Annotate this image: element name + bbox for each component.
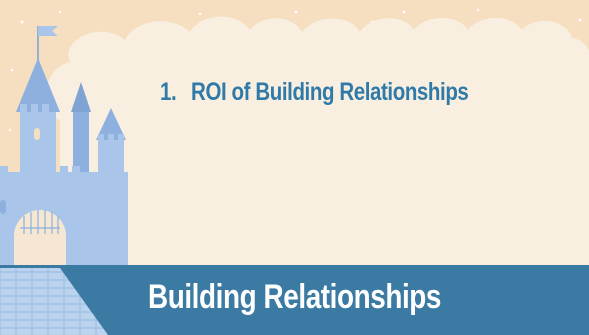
castle-illustration: [0, 26, 128, 268]
castle-gate: [14, 210, 66, 268]
cloud-panel: [46, 16, 589, 268]
list-item-number: 1.: [160, 78, 177, 106]
flag-icon: [38, 26, 58, 36]
footer-title: Building Relationships: [147, 278, 442, 316]
list-item-text: ROI of Building Relationships: [191, 78, 469, 106]
list-item-roi: 1. ROI of Building Relationships: [160, 78, 469, 107]
